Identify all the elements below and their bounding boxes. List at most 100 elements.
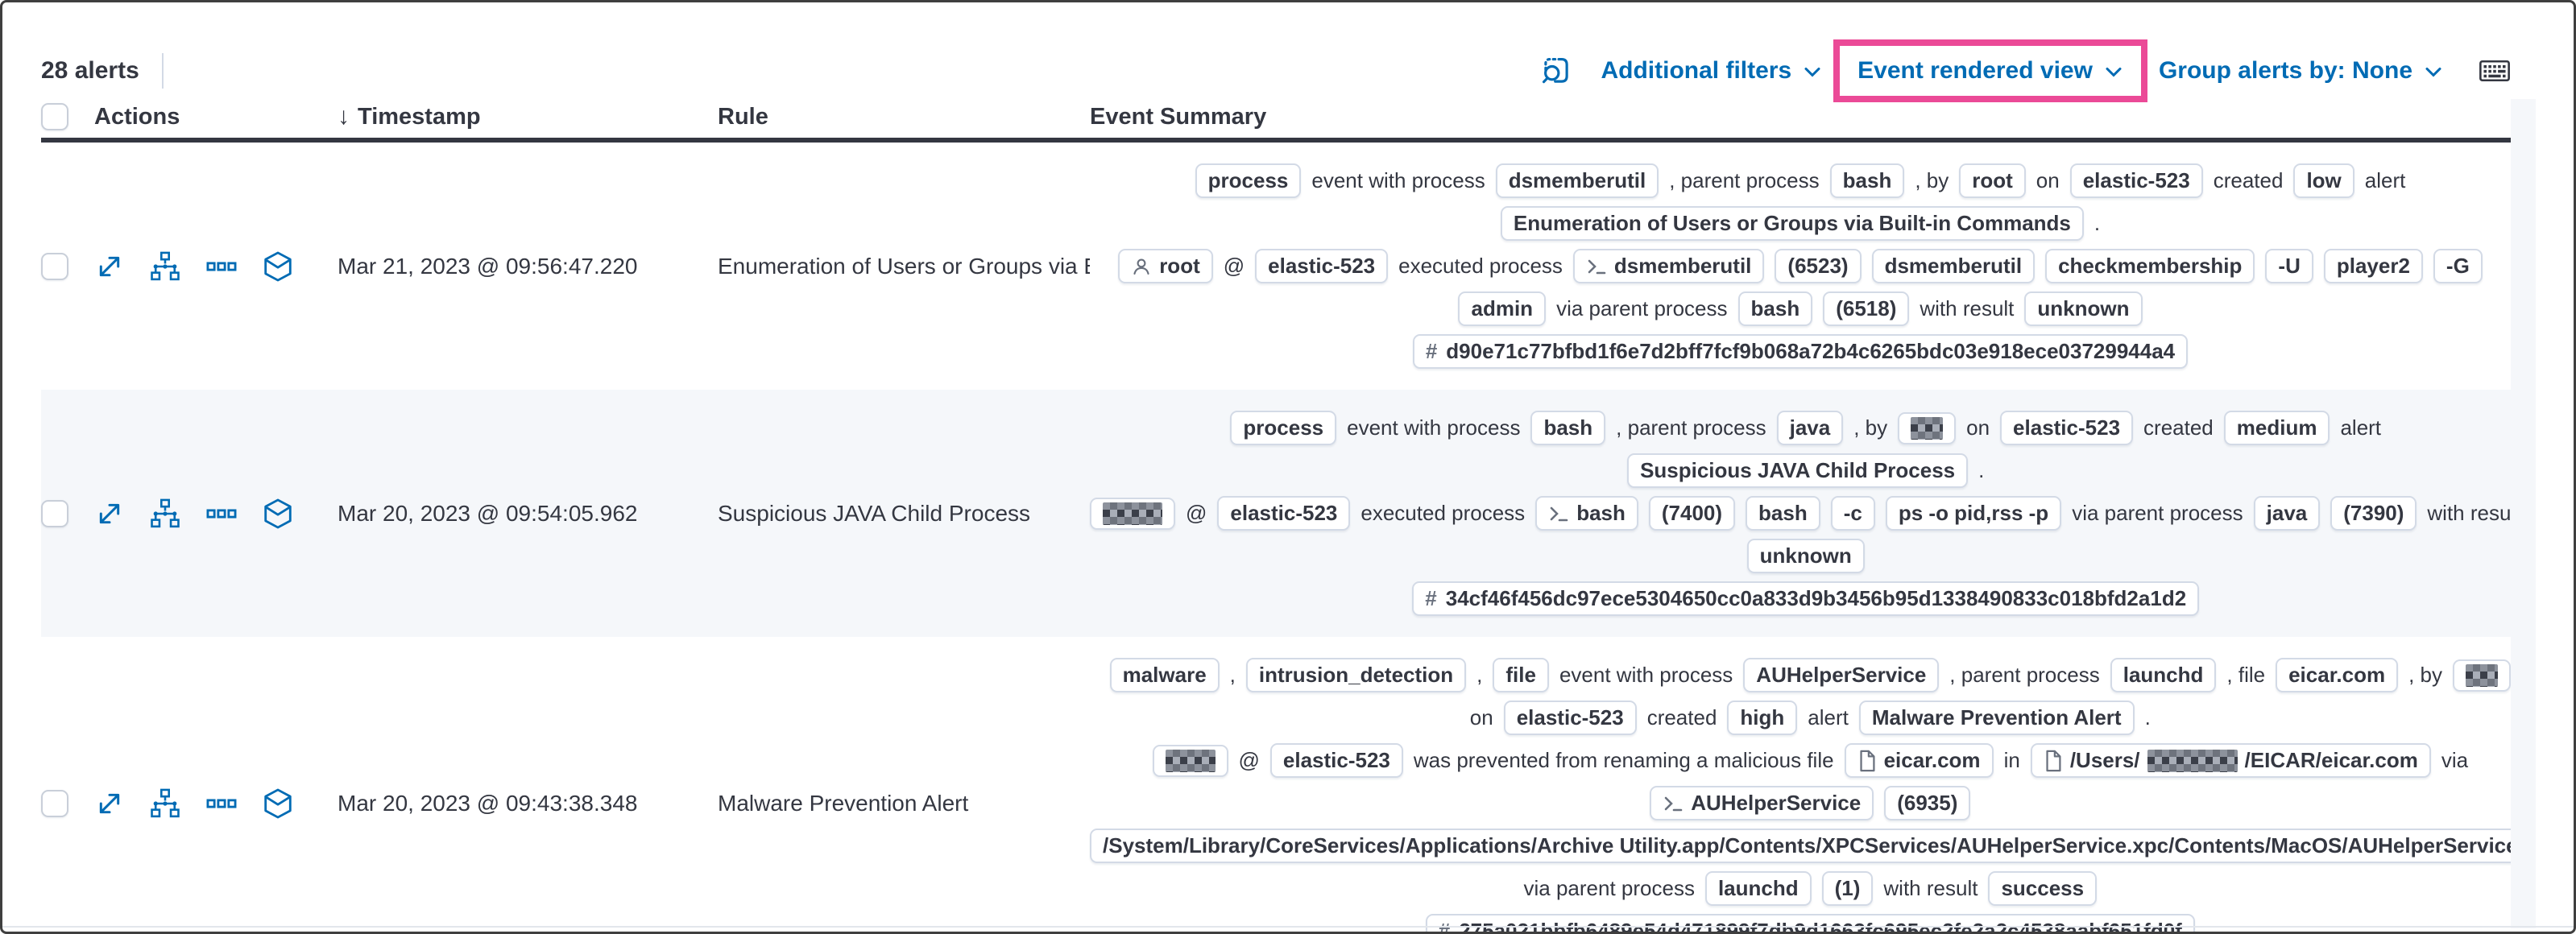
event-summary-badge[interactable]: root <box>1118 249 1213 283</box>
event-summary-badge[interactable]: bash <box>1535 496 1638 531</box>
group-alerts-button[interactable]: Group alerts by: None <box>2159 57 2443 85</box>
event-summary-badge[interactable]: (7390) <box>2330 496 2417 531</box>
summary-text: alert <box>2364 168 2406 192</box>
event-summary-badge[interactable]: file <box>1493 658 1549 692</box>
event-summary-badge[interactable]: bash <box>1746 496 1820 531</box>
event-summary-badge[interactable]: elastic-523 <box>2000 411 2134 445</box>
row-checkbox[interactable] <box>41 252 68 280</box>
event-summary-badge[interactable]: java <box>2253 496 2321 531</box>
more-actions-icon[interactable] <box>205 250 238 283</box>
highlight-box: Event rendered view <box>1833 39 2147 102</box>
event-summary-badge[interactable]: process <box>1230 411 1337 445</box>
event-summary-badge[interactable]: elastic-523 <box>2069 163 2203 198</box>
session-view-icon[interactable] <box>262 787 294 820</box>
event-summary-badge[interactable] <box>2453 659 2511 692</box>
event-summary-badge[interactable]: ps -o pid,rss -p <box>1885 496 2062 531</box>
event-summary-badge[interactable]: (7400) <box>1648 496 1736 531</box>
badge-text: ps -o pid,rss -p <box>1898 501 2049 525</box>
event-summary-badge[interactable]: dsmemberutil <box>1495 163 1659 198</box>
event-summary-line: #d90e71c77bfbd1f6e7d2bff7fcf9b068a72b4c6… <box>1412 334 2189 369</box>
redacted-value <box>1165 749 1216 772</box>
event-summary-badge[interactable]: -c <box>1830 496 1875 531</box>
row-checkbox[interactable] <box>41 789 68 817</box>
event-summary-badge[interactable]: bash <box>1530 411 1606 445</box>
event-summary-badge[interactable]: eicar.com <box>2276 658 2399 692</box>
event-summary-badge[interactable]: success <box>1988 871 2098 906</box>
expand-alert-icon[interactable] <box>94 498 125 529</box>
event-summary-badge[interactable]: launchd <box>2110 658 2217 692</box>
event-summary-badge[interactable]: (6523) <box>1775 249 1862 283</box>
view-selector-button[interactable]: Event rendered view <box>1857 57 2123 85</box>
divider <box>161 53 164 89</box>
event-summary-badge[interactable]: malware <box>1109 658 1220 692</box>
session-view-icon[interactable] <box>262 250 294 283</box>
column-header-rule[interactable]: Rule <box>718 103 768 130</box>
event-summary-badge[interactable]: AUHelperService <box>1650 786 1874 820</box>
event-summary-badge[interactable]: eicar.com <box>1844 743 1994 778</box>
analyzer-icon[interactable] <box>149 250 181 283</box>
event-summary-badge[interactable] <box>1090 497 1175 530</box>
event-summary-badge[interactable]: bash <box>1829 163 1905 198</box>
event-summary-badge[interactable] <box>1898 411 1957 444</box>
event-summary-badge[interactable]: elastic-523 <box>1217 496 1351 531</box>
session-view-icon[interactable] <box>262 498 294 530</box>
summary-text: , <box>1476 663 1483 687</box>
column-header-event-summary[interactable]: Event Summary <box>1090 103 1267 130</box>
event-summary-badge[interactable]: java <box>1776 411 1844 445</box>
hash-badge[interactable]: #d90e71c77bfbd1f6e7d2bff7fcf9b068a72b4c6… <box>1412 334 2189 369</box>
event-summary-badge[interactable]: admin <box>1458 291 1547 326</box>
summary-text: @ <box>1223 254 1245 278</box>
event-summary-badge[interactable]: high <box>1727 700 1798 735</box>
analyzer-icon[interactable] <box>149 498 181 530</box>
event-summary-badge[interactable]: -G <box>2433 249 2483 283</box>
inspect-icon[interactable] <box>1539 54 1573 88</box>
event-summary-badge[interactable]: medium <box>2223 411 2330 445</box>
event-summary-badge[interactable] <box>1152 744 1228 777</box>
event-summary-badge[interactable]: unknown <box>1746 539 1865 573</box>
event-summary-badge[interactable]: elastic-523 <box>1255 249 1389 283</box>
event-summary-badge[interactable]: unknown <box>2024 291 2143 326</box>
event-summary-badge[interactable]: bash <box>1737 291 1813 326</box>
hash-badge[interactable]: #275a021bbfb6489e54d471899f7db9d1663fc69… <box>1425 914 2195 932</box>
keyboard-icon[interactable] <box>2479 58 2511 84</box>
event-summary-badge[interactable]: AUHelperService <box>1743 658 1940 692</box>
event-summary-badge[interactable]: intrusion_detection <box>1245 658 1467 692</box>
summary-text: , <box>1229 663 1236 687</box>
hash-badge[interactable]: #34cf46f456dc97ece5304650cc0a833d9b3456b… <box>1412 581 2200 616</box>
event-summary-badge[interactable]: /System/Library/CoreServices/Application… <box>1090 829 2531 863</box>
event-summary-badge[interactable]: (6518) <box>1823 291 1910 326</box>
analyzer-icon[interactable] <box>149 787 181 820</box>
badge-text: bash <box>1842 168 1892 192</box>
expand-alert-icon[interactable] <box>94 251 125 282</box>
event-summary-badge[interactable]: (6935) <box>1884 786 1971 820</box>
event-summary-badge[interactable]: Enumeration of Users or Groups via Built… <box>1500 206 2084 241</box>
vertical-scrollbar[interactable] <box>2511 99 2536 928</box>
expand-alert-icon[interactable] <box>94 788 125 819</box>
more-actions-icon[interactable] <box>205 498 238 530</box>
event-summary-badge[interactable]: launchd <box>1704 871 1812 906</box>
event-summary-badge[interactable]: elastic-523 <box>1269 743 1403 778</box>
event-summary-badge[interactable]: player2 <box>2323 249 2423 283</box>
file-icon <box>2044 750 2063 772</box>
event-summary-badge[interactable]: (1) <box>1821 871 1874 906</box>
event-summary-badge[interactable]: dsmemberutil <box>1572 249 1765 283</box>
badge-text: (7390) <box>2343 501 2404 525</box>
summary-text: via parent process <box>1556 296 1728 320</box>
event-summary-badge[interactable]: -U <box>2265 249 2313 283</box>
event-summary-badge[interactable]: Malware Prevention Alert <box>1858 700 2135 735</box>
event-summary-badge[interactable]: elastic-523 <box>1503 700 1637 735</box>
select-all-checkbox[interactable] <box>41 103 68 130</box>
column-header-timestamp[interactable]: ↓ Timestamp <box>338 103 481 130</box>
event-summary-badge[interactable]: /Users//EICAR/eicar.com <box>2030 743 2431 778</box>
event-summary-badge[interactable]: low <box>2293 163 2354 198</box>
event-summary-badge[interactable]: root <box>1959 163 2026 198</box>
event-summary-badge[interactable]: process <box>1195 163 1302 198</box>
more-actions-icon[interactable] <box>205 787 238 820</box>
event-summary-badge[interactable]: checkmembership <box>2045 249 2255 283</box>
badge-text: process <box>1243 415 1324 440</box>
event-summary-badge[interactable]: Suspicious JAVA Child Process <box>1627 453 1969 488</box>
row-checkbox[interactable] <box>41 499 68 527</box>
additional-filters-button[interactable]: Additional filters <box>1601 57 1822 85</box>
event-summary-badge[interactable]: dsmemberutil <box>1871 249 2036 283</box>
